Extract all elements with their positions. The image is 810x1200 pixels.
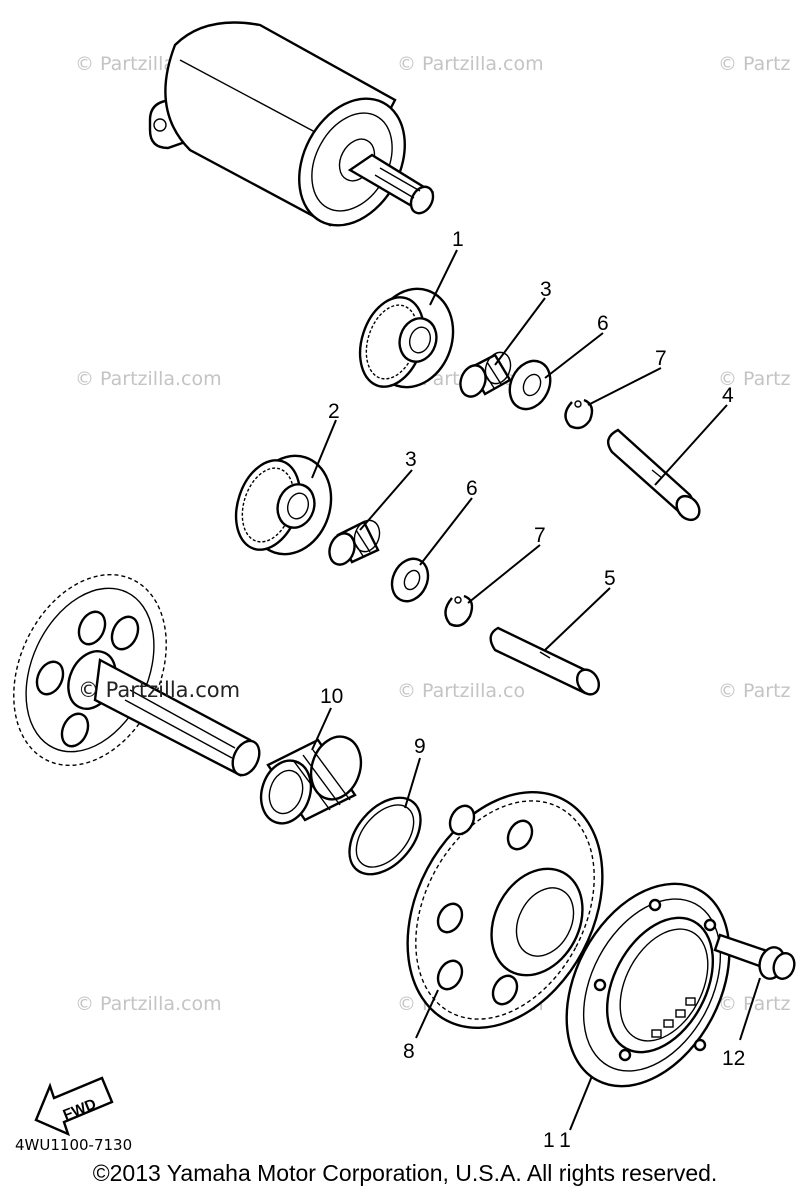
callout-5: 5 — [604, 567, 616, 590]
watermark-8: © Partzilla.co — [397, 680, 525, 702]
part-6-washer-upper — [508, 359, 552, 411]
watermark-4: © Partzilla.com — [75, 368, 222, 390]
watermark-10: © Partzilla.com — [75, 993, 222, 1015]
leader-lines — [311, 249, 761, 1131]
part-1-idler-gear — [358, 287, 455, 389]
callout-2: 2 — [328, 400, 340, 423]
callout-3-lower: 3 — [405, 448, 417, 471]
part-3-bearing-upper — [459, 351, 512, 398]
part-2-idler-gear — [234, 454, 333, 556]
part-6-washer-lower — [390, 557, 430, 603]
callout-12: 12 — [722, 1047, 745, 1070]
callout-6-upper: 6 — [597, 312, 609, 335]
watermark-7: © Partzilla.com — [78, 678, 240, 702]
part-10-bearing — [259, 735, 363, 825]
callout-11: 11 — [543, 1129, 577, 1152]
watermark-9: © Partz — [718, 680, 791, 702]
part-11-one-way-clutch — [565, 882, 731, 1088]
part-4-shaft — [606, 428, 701, 522]
part-7-circlip-upper — [564, 398, 594, 430]
watermark-3: © Partz — [718, 53, 791, 75]
callout-6-lower: 6 — [466, 477, 478, 500]
copyright-notice: ©2013 Yamaha Motor Corporation, U.S.A. A… — [92, 1160, 718, 1186]
callout-10: 10 — [320, 685, 343, 708]
starter-motor — [148, 21, 435, 227]
part-5-shaft — [489, 626, 601, 696]
watermark-12: © Partz — [718, 993, 791, 1015]
callout-7-upper: 7 — [655, 347, 667, 370]
watermark-2: © Partzilla.com — [397, 53, 544, 75]
part-9-washer — [348, 796, 422, 876]
callout-7-lower: 7 — [534, 524, 546, 547]
callout-9: 9 — [414, 735, 426, 758]
callout-4: 4 — [722, 384, 734, 407]
part-8-starter-wheel-gear — [406, 790, 604, 1030]
callout-3-upper: 3 — [540, 278, 552, 301]
fwd-direction-arrow: FWD — [34, 1076, 114, 1137]
diagram-code: 4WU1100-7130 — [15, 1136, 132, 1154]
part-7-circlip-lower — [444, 594, 474, 627]
watermark-6: © Partz — [718, 368, 791, 390]
part-3-bearing-lower — [328, 519, 381, 566]
callout-1: 1 — [452, 228, 464, 251]
part-12-bolt — [713, 933, 796, 980]
starter-hub-assembly — [13, 573, 261, 777]
callout-8: 8 — [403, 1040, 415, 1063]
